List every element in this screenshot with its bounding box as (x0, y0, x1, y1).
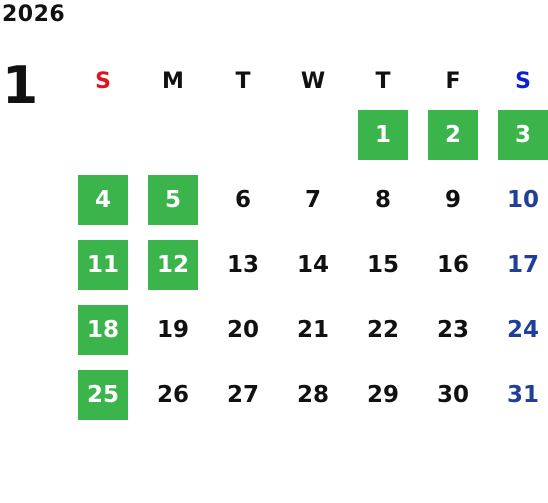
day-number[interactable]: 22 (366, 316, 399, 343)
day-cell: 18 (68, 297, 138, 362)
weekday-header: T (235, 68, 251, 94)
day-number[interactable]: 21 (296, 316, 329, 343)
day-number[interactable]: 23 (436, 316, 469, 343)
weekday-header: W (300, 68, 326, 94)
day-cell: 3 (488, 102, 548, 167)
day-cell: 2 (418, 102, 488, 167)
day-cell: 11 (68, 232, 138, 297)
day-cell: 26 (138, 362, 208, 427)
day-cell: 27 (208, 362, 278, 427)
day-cell: 28 (278, 362, 348, 427)
day-cell: 30 (418, 362, 488, 427)
day-number[interactable]: 8 (374, 186, 391, 213)
highlighted-day[interactable]: 4 (78, 174, 128, 225)
day-cell: 5 (138, 167, 208, 232)
day-cell: 17 (488, 232, 548, 297)
weekday-header: M (162, 68, 184, 94)
day-cell: 19 (138, 297, 208, 362)
day-number[interactable]: 16 (436, 251, 469, 278)
highlighted-day[interactable]: 12 (148, 239, 198, 290)
highlighted-day[interactable]: 11 (78, 239, 128, 290)
highlighted-day[interactable]: 5 (148, 174, 198, 225)
day-cell (138, 102, 208, 167)
day-cell: 6 (208, 167, 278, 232)
day-number[interactable]: 19 (156, 316, 189, 343)
calendar-month: 1 (2, 56, 39, 116)
day-cell: 25 (68, 362, 138, 427)
day-cell (68, 102, 138, 167)
day-cell: 9 (418, 167, 488, 232)
highlighted-day[interactable]: 18 (78, 304, 128, 355)
highlighted-day[interactable]: 3 (498, 109, 548, 160)
day-cell: 24 (488, 297, 548, 362)
day-cell: 15 (348, 232, 418, 297)
day-cell: 23 (418, 297, 488, 362)
day-cell: 13 (208, 232, 278, 297)
day-number[interactable]: 24 (506, 316, 539, 343)
calendar-year: 2026 (2, 2, 66, 27)
day-number[interactable]: 15 (366, 251, 399, 278)
day-cell: 8 (348, 167, 418, 232)
highlighted-day[interactable]: 2 (428, 109, 478, 160)
day-cell: 29 (348, 362, 418, 427)
day-cell: 22 (348, 297, 418, 362)
day-number[interactable]: 20 (226, 316, 259, 343)
day-cell: 20 (208, 297, 278, 362)
day-number[interactable]: 17 (506, 251, 539, 278)
day-number[interactable]: 7 (304, 186, 321, 213)
day-cell: 7 (278, 167, 348, 232)
day-cell: 21 (278, 297, 348, 362)
day-number[interactable]: 14 (296, 251, 329, 278)
day-number[interactable]: 29 (366, 381, 399, 408)
day-number[interactable]: 31 (506, 381, 539, 408)
day-cell: 12 (138, 232, 208, 297)
weekday-header: S (95, 68, 111, 94)
day-cell (208, 102, 278, 167)
day-cell: 31 (488, 362, 548, 427)
weekday-header: F (445, 68, 461, 94)
day-cell: 10 (488, 167, 548, 232)
day-cell (278, 102, 348, 167)
day-cell: 1 (348, 102, 418, 167)
day-number[interactable]: 27 (226, 381, 259, 408)
highlighted-day[interactable]: 1 (358, 109, 408, 160)
day-cell: 14 (278, 232, 348, 297)
day-number[interactable]: 6 (234, 186, 251, 213)
day-number[interactable]: 9 (444, 186, 461, 213)
day-number[interactable]: 28 (296, 381, 329, 408)
weekday-header: T (375, 68, 391, 94)
day-cell: 16 (418, 232, 488, 297)
day-number[interactable]: 26 (156, 381, 189, 408)
highlighted-day[interactable]: 25 (78, 369, 128, 420)
day-number[interactable]: 30 (436, 381, 469, 408)
weekday-header: S (515, 68, 531, 94)
day-number[interactable]: 13 (226, 251, 259, 278)
day-number[interactable]: 10 (506, 186, 539, 213)
day-cell: 4 (68, 167, 138, 232)
